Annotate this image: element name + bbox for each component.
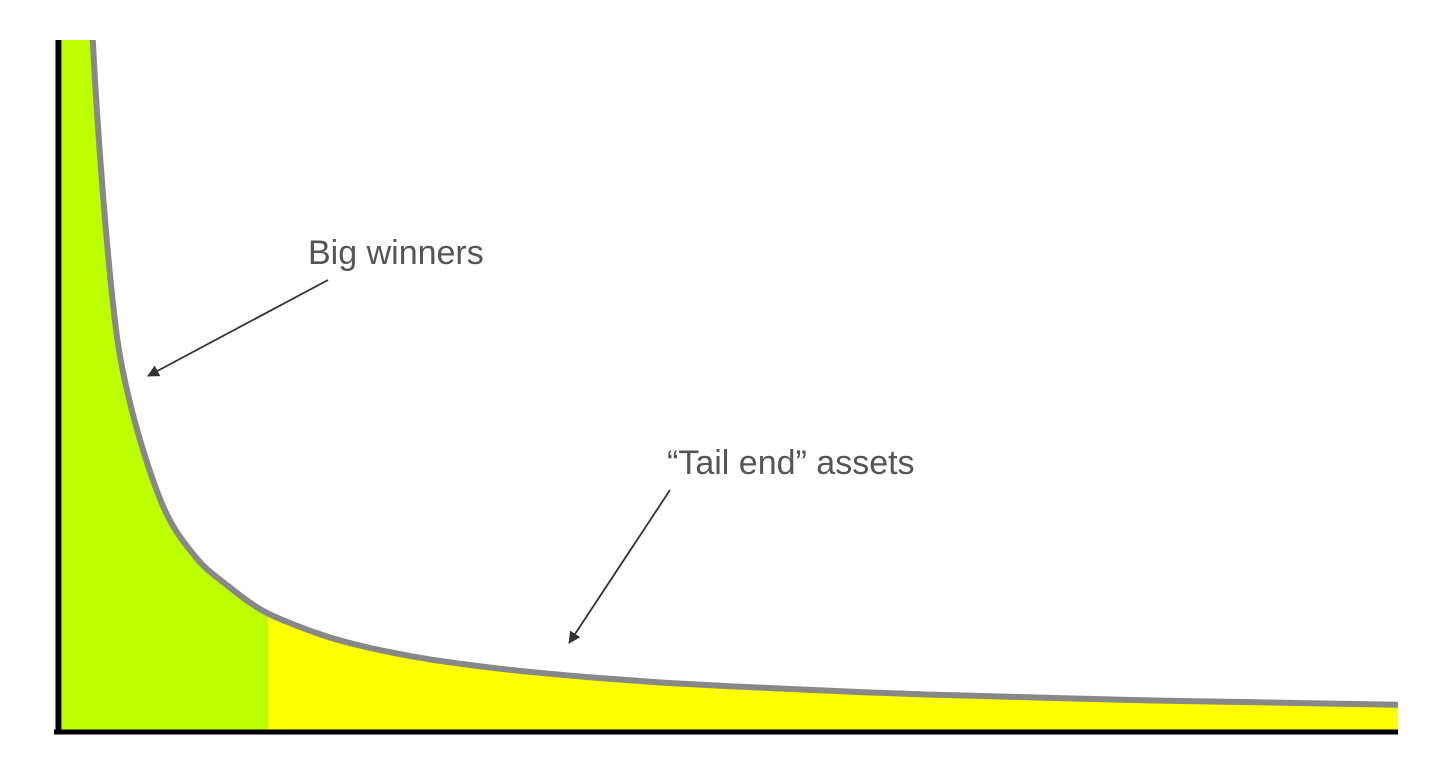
big-winners-area bbox=[62, 40, 269, 730]
distribution-curve bbox=[89, 40, 1398, 708]
tail-end-arrow bbox=[568, 489, 671, 644]
tail-end-label: “Tail end” assets bbox=[667, 444, 915, 482]
big-winners-arrow bbox=[147, 279, 329, 377]
big-winners-label: Big winners bbox=[308, 234, 484, 272]
